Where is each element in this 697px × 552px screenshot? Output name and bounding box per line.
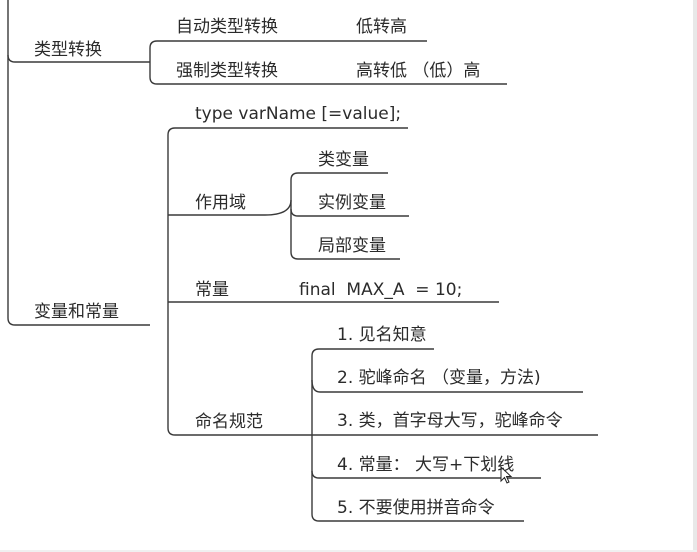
node-auto-conversion[interactable]: 自动类型转换 [176,17,278,37]
window-edge [693,0,697,552]
node-scope-item[interactable]: 类变量 [318,150,369,170]
node-scope[interactable]: 作用域 [195,193,246,213]
node-naming-rule[interactable]: 4. 常量： 大写+下划线 [337,455,515,475]
naming-trunk [311,348,434,435]
node-scope-item[interactable]: 局部变量 [318,236,386,256]
node-auto-conversion-detail[interactable]: 低转高 [356,17,407,37]
node-naming-rule[interactable]: 1. 见名知意 [337,325,427,345]
mouse-cursor-icon [500,465,513,484]
node-naming-rule[interactable]: 5. 不要使用拼音命令 [337,498,495,518]
root-trunk-line [7,0,150,326]
node-variables-constants[interactable]: 变量和常量 [34,302,119,322]
node-constant-example[interactable]: final MAX_A = 10; [299,280,463,300]
node-scope-item[interactable]: 实例变量 [318,193,386,213]
var-decl-connector [167,127,408,325]
node-type-conversion[interactable]: 类型转换 [34,40,102,60]
naming-rule-2-line [311,379,583,393]
type-conversion-connector [149,40,427,62]
node-constant[interactable]: 常量 [195,280,229,300]
node-declaration-syntax[interactable]: type varName [=value]; [195,104,402,124]
scope-item-3-line [290,209,400,260]
naming-rule-5-line [311,471,524,522]
type-conversion-connector-2 [149,62,507,85]
node-forced-conversion[interactable]: 强制类型转换 [176,61,278,81]
node-naming-rule[interactable]: 2. 驼峰命名 （变量，方法) [337,368,541,388]
type-conversion-underline [7,54,150,63]
node-naming-rule[interactable]: 3. 类，首字母大写，驼峰命令 [337,411,563,431]
scope-trunk [264,172,388,216]
node-naming[interactable]: 命名规范 [195,412,263,432]
node-forced-conversion-detail[interactable]: 高转低 （低）高 [356,61,481,81]
window-bottom-edge [0,550,697,552]
naming-connector [167,325,312,436]
